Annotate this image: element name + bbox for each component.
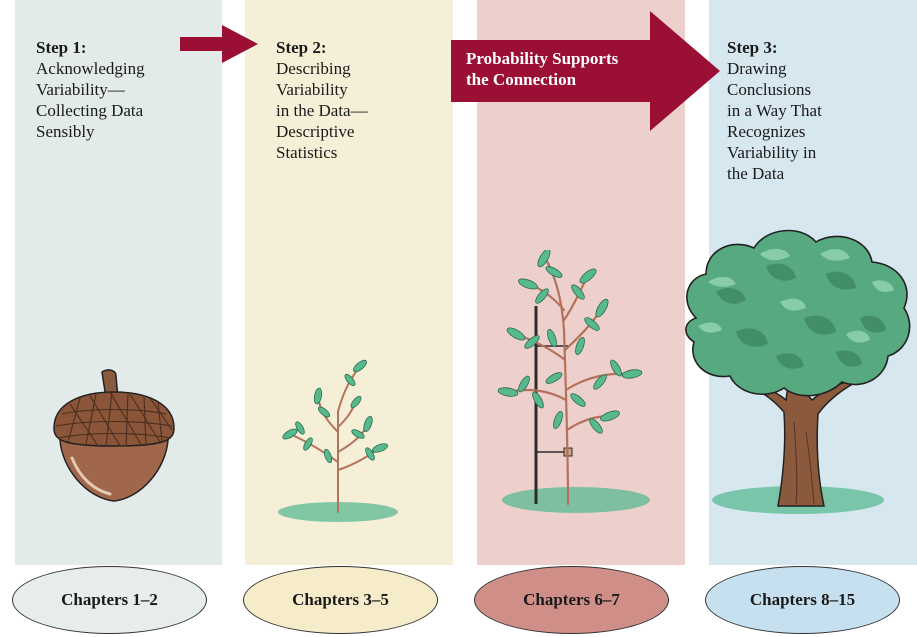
chapters-6-7-ellipse: Chapters 6–7 — [474, 566, 669, 634]
chapters-3-5-ellipse: Chapters 3–5 — [243, 566, 438, 634]
chapters-3-5-label: Chapters 3–5 — [292, 590, 389, 609]
probability-connector-label: Probability Supports the Connection — [466, 49, 619, 89]
step1-to-step2-arrow — [180, 25, 258, 63]
chapters-1-2-ellipse: Chapters 1–2 — [12, 566, 207, 634]
probability-arrow — [451, 11, 720, 131]
chapters-6-7-label: Chapters 6–7 — [523, 590, 620, 609]
step2-label: Step 2: — [276, 38, 327, 57]
step2-description: Describing Variability in the Data— Desc… — [276, 59, 368, 162]
step3-label: Step 3: — [727, 38, 778, 57]
step3-description: Drawing Conclusions in a Way That Recogn… — [727, 59, 822, 183]
chapters-8-15-ellipse: Chapters 8–15 — [705, 566, 900, 634]
step2-text: Step 2: Describing Variability in the Da… — [276, 37, 368, 163]
seedling-icon — [278, 359, 398, 522]
step2-panel — [245, 0, 453, 565]
step1-description: Acknowledging Variability— Collecting Da… — [36, 59, 145, 141]
step1-label: Step 1: — [36, 38, 87, 57]
chapters-1-2-label: Chapters 1–2 — [61, 590, 158, 609]
oak-tree-icon — [685, 229, 911, 514]
step1-text: Step 1: Acknowledging Variability— Colle… — [36, 37, 145, 142]
chapters-8-15-label: Chapters 8–15 — [749, 590, 856, 609]
staked-sapling-icon — [497, 250, 650, 513]
step3-text: Step 3: Drawing Conclusions in a Way Tha… — [727, 37, 822, 184]
acorn-icon — [53, 369, 175, 502]
